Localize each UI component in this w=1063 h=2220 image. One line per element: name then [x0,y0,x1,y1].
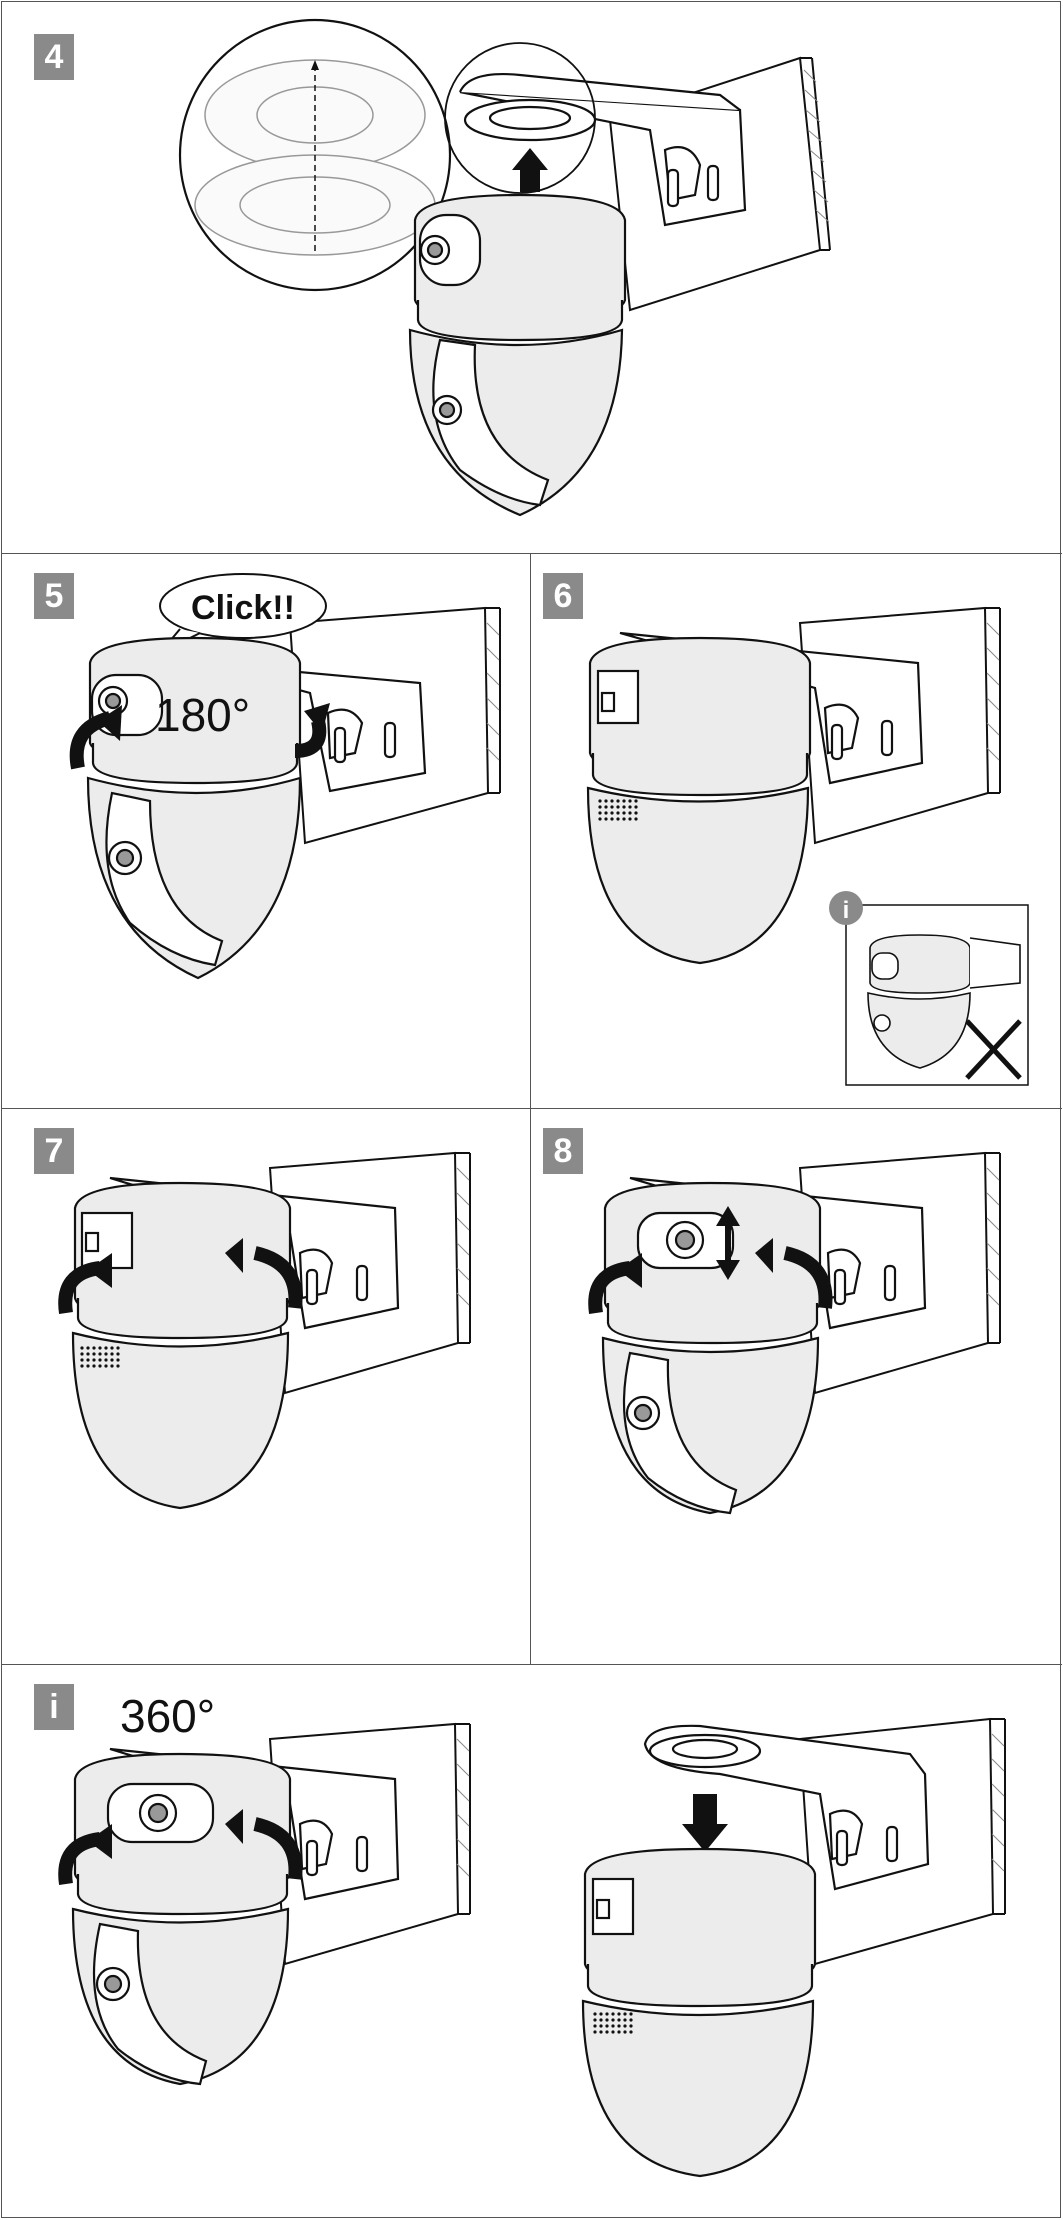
divider [1,1664,1062,1665]
step-badge-8: 8 [543,1128,583,1174]
svg-text:i: i [843,897,850,924]
step-badge-7: 7 [34,1128,74,1174]
step-7-illustration [58,1151,471,1510]
divider [530,1108,531,1664]
tilt-arrow [716,1206,740,1280]
step-6-illustration: i [586,606,1029,1086]
click-label: Click!! [191,589,295,627]
step-5-illustration: Click!! 180° [69,573,501,980]
cross-icon [965,1019,1022,1080]
rotation-360-label: 360° [120,1690,215,1742]
step-badge-5: 5 [34,573,74,619]
step-info-rotation-illustration: 360° [58,1690,471,2086]
step-info-remove-illustration [581,1717,1006,2178]
info-icon: i [829,891,863,925]
divider [1,553,1062,554]
step-badge-6: 6 [543,573,583,619]
step-badge-4: 4 [34,34,74,80]
divider [1,1108,1062,1109]
divider [530,553,531,1108]
rotation-180-label: 180° [155,689,250,741]
down-arrow [682,1794,728,1852]
step-badge-info: i [34,1684,74,1730]
step-8-illustration [588,1151,1001,1515]
step-4-illustration [178,18,831,517]
